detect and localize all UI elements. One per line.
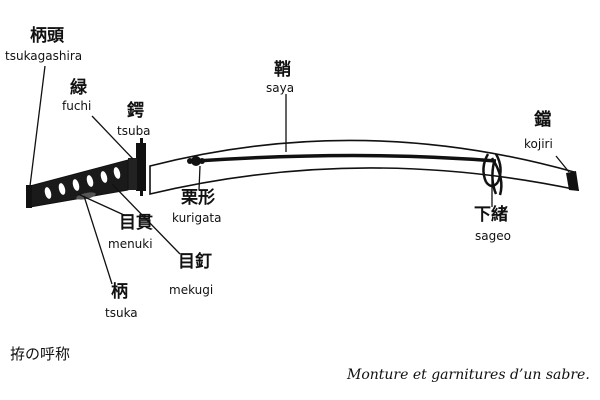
kurigata-knob [187,156,205,166]
tsuba-kanji: 鍔 [127,101,144,121]
leader-tsukagashira [29,65,46,187]
fuchi-romaji: fuchi [62,99,92,113]
kurigata-romaji: kurigata [172,211,222,225]
saya-romaji: saya [266,81,295,95]
menuki-kanji: 目貫 [119,213,153,233]
caption-french: Monture et garnitures d’un sabre. [347,367,590,383]
tsuka-romaji: tsuka [105,306,138,320]
tsukagashira-kanji: 柄頭 [30,26,64,46]
saya-kanji: 鞘 [274,60,291,80]
leader-lines [29,65,570,285]
kurigata-kanji: 栗形 [181,188,215,208]
fuchi-collar [128,158,137,190]
menuki-romaji: menuki [108,237,153,251]
kojiri-romaji: kojiri [524,137,553,151]
tsuka-wrap-pattern [44,167,121,199]
fuchi-kanji: 緑 [70,78,87,98]
leader-tsuba [136,142,142,159]
leader-fuchi [91,115,134,160]
sageo-kanji: 下緒 [474,205,508,225]
tsukagashira-pommel [26,185,32,208]
tsuba-guard [136,138,146,196]
kojiri-cap [566,171,579,191]
tsuka-kanji: 柄 [111,282,128,302]
mekugi-romaji: mekugi [169,283,214,297]
mekugi-kanji: 目釘 [178,252,212,272]
sageo-romaji: sageo [475,229,511,243]
leader-kojiri [555,155,570,173]
tsuka-handle [29,159,129,208]
leader-menuki [77,193,125,216]
kojiri-kanji: 鐺 [534,110,551,130]
leader-mekugi [111,183,181,255]
sageo-cord [482,153,503,196]
caption-japanese: 拵の呼称 [10,345,71,363]
menuki-ornament [76,192,96,200]
leader-tsuka [83,195,113,285]
tsukagashira-romaji: tsukagashira [5,49,83,63]
leader-kurigata [198,165,201,191]
saya-scabbard [149,139,580,196]
saya-ridge-line [195,153,497,163]
tsuba-romaji: tsuba [117,124,151,138]
